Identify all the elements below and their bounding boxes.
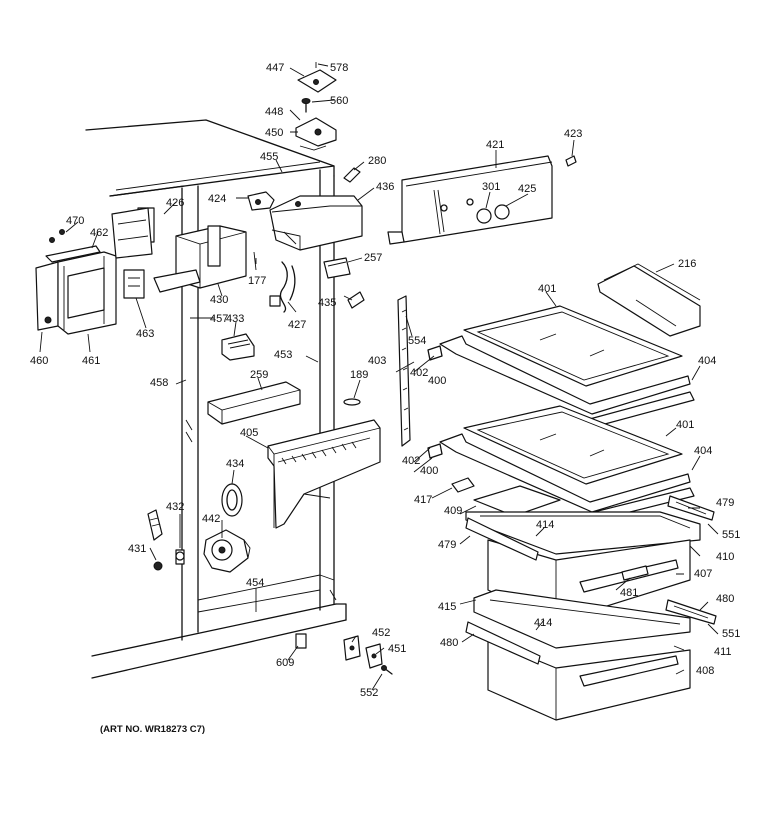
label-434: 434 — [226, 458, 244, 470]
label-401b: 401 — [676, 419, 694, 431]
wiring-and-relays — [221, 251, 365, 361]
shelf-rail — [397, 295, 411, 447]
label-408: 408 — [696, 665, 714, 677]
label-424: 424 — [208, 193, 226, 205]
label-480a: 480 — [716, 593, 734, 605]
label-560: 560 — [330, 95, 348, 107]
label-442: 442 — [202, 513, 220, 525]
label-480b: 480 — [440, 637, 458, 649]
label-404a: 404 — [698, 355, 716, 367]
label-433: 433 — [226, 313, 244, 325]
label-414b: 414 — [534, 617, 552, 629]
label-427: 427 — [288, 319, 306, 331]
label-411: 411 — [714, 646, 732, 658]
label-405: 405 — [240, 427, 258, 439]
label-432: 432 — [166, 501, 184, 513]
label-431: 431 — [128, 543, 146, 555]
label-460: 460 — [30, 355, 48, 367]
label-452: 452 — [372, 627, 390, 639]
label-450: 450 — [265, 127, 283, 139]
label-435: 435 — [318, 297, 336, 309]
label-479a: 479 — [716, 497, 734, 509]
label-551b: 551 — [722, 628, 740, 640]
label-458: 458 — [150, 377, 168, 389]
label-216: 216 — [678, 258, 696, 270]
label-189: 189 — [350, 369, 368, 381]
label-578: 578 — [330, 62, 348, 74]
label-430: 430 — [210, 294, 228, 306]
label-552: 552 — [360, 687, 378, 699]
label-177: 177 — [248, 275, 266, 287]
lower-shelf — [427, 405, 695, 523]
lower-crisper — [465, 589, 717, 721]
label-407: 407 — [694, 568, 712, 580]
label-401a: 401 — [538, 283, 556, 295]
label-404b: 404 — [694, 445, 712, 457]
label-457: 457 — [210, 313, 228, 325]
label-451: 451 — [388, 643, 406, 655]
label-479b: 479 — [438, 539, 456, 551]
label-409: 409 — [444, 505, 462, 517]
label-414a: 414 — [536, 519, 554, 531]
label-425: 425 — [518, 183, 536, 195]
label-554: 554 — [408, 335, 426, 347]
label-257: 257 — [364, 252, 382, 264]
label-436: 436 — [376, 181, 394, 193]
upper-shelf — [427, 305, 695, 429]
leader-lines — [39, 63, 719, 691]
label-453: 453 — [274, 349, 292, 361]
label-415: 415 — [438, 601, 456, 613]
bottom-hardware — [295, 633, 393, 675]
door-bin — [597, 263, 701, 337]
control-box — [137, 207, 247, 293]
label-400a: 400 — [428, 375, 446, 387]
top-bracket-parts — [295, 62, 361, 183]
label-447: 447 — [266, 62, 284, 74]
label-551a: 551 — [722, 529, 740, 541]
label-400b: 400 — [420, 465, 438, 477]
label-470: 470 — [66, 215, 84, 227]
label-410: 410 — [716, 551, 734, 563]
air-diffuser — [207, 381, 361, 425]
control-housing — [269, 195, 363, 251]
label-259: 259 — [250, 369, 268, 381]
label-301: 301 — [482, 181, 500, 193]
label-426: 426 — [166, 197, 184, 209]
upper-crisper — [465, 495, 715, 623]
label-609: 609 — [276, 657, 294, 669]
label-402a: 402 — [410, 367, 428, 379]
label-417: 417 — [414, 494, 432, 506]
label-461: 461 — [82, 355, 100, 367]
label-481: 481 — [620, 587, 638, 599]
control-panel — [387, 155, 577, 245]
label-448: 448 — [265, 106, 283, 118]
label-421: 421 — [486, 139, 504, 151]
lower-left-parts — [147, 483, 251, 573]
air-duct — [267, 419, 381, 529]
part-labels: 447 578 560 448 450 455 280 436 421 423 … — [30, 62, 740, 699]
crisper-cover — [451, 477, 561, 517]
label-454: 454 — [246, 577, 264, 589]
label-403: 403 — [368, 355, 386, 367]
label-463: 463 — [136, 328, 154, 340]
label-462: 462 — [90, 227, 108, 239]
fan-bracket — [35, 207, 153, 335]
label-423: 423 — [564, 128, 582, 140]
art-number: (ART NO. WR18273 C7) — [100, 724, 205, 735]
label-280: 280 — [368, 155, 386, 167]
label-455: 455 — [260, 151, 278, 163]
thermostat — [247, 191, 275, 211]
label-402b: 402 — [402, 455, 420, 467]
